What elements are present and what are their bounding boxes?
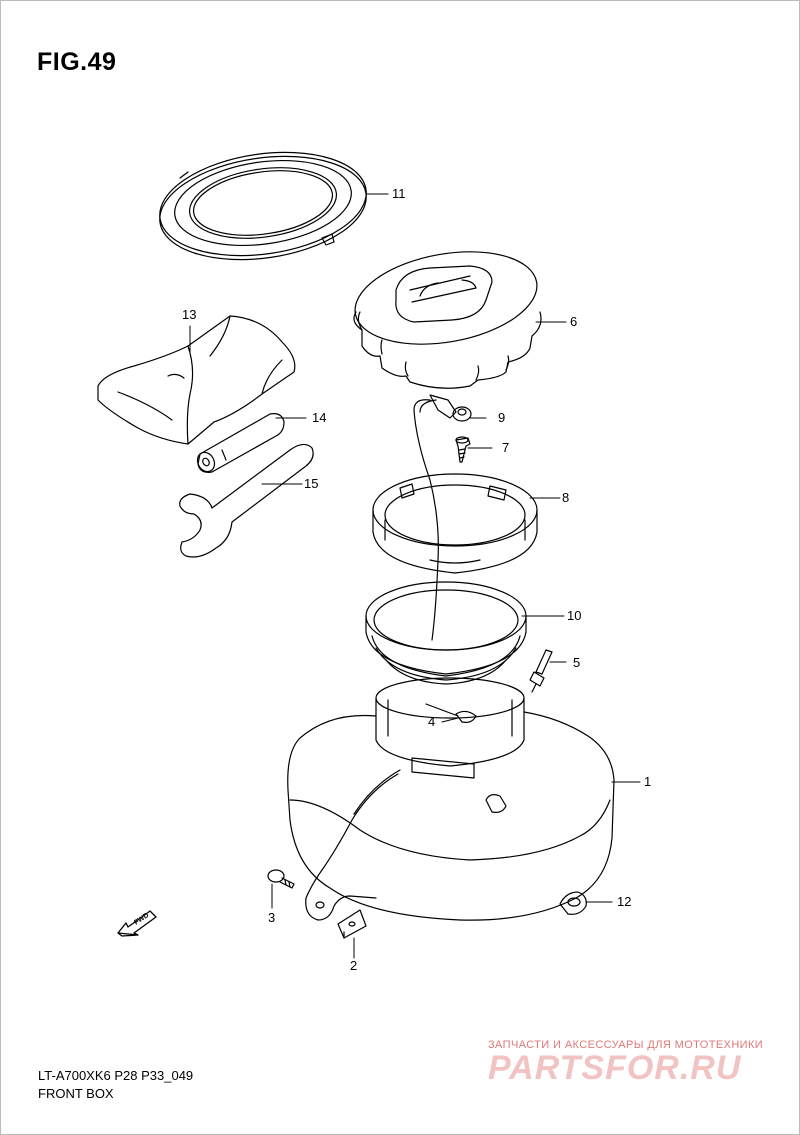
part-12-grommet	[559, 891, 587, 915]
callout-8: 8	[562, 490, 570, 505]
watermark-brand: PARTSFOR.RU	[488, 1049, 742, 1087]
callout-4: 4	[428, 714, 436, 729]
callout-5: 5	[573, 655, 581, 670]
callout-3: 3	[268, 910, 276, 925]
callout-2: 2	[350, 958, 358, 973]
part-10-collar	[365, 581, 527, 685]
part-9-clip-and-cable	[413, 394, 472, 641]
part-4-connector	[425, 703, 477, 723]
part-8-lock-ring	[372, 473, 538, 574]
part-6-cap	[353, 251, 542, 389]
diagram-code: LT-A700XK6 P28 P33_049	[38, 1068, 194, 1083]
part-11-gasket	[159, 151, 367, 261]
callout-12: 12	[617, 894, 632, 909]
part-13-tool-bag	[97, 315, 296, 445]
callout-7: 7	[502, 440, 510, 455]
callout-1: 1	[644, 774, 652, 789]
part-3-bolt	[267, 869, 295, 889]
watermark-tagline: ЗАПЧАСТИ И АКСЕССУАРЫ ДЛЯ МОТОТЕХНИКИ	[488, 1039, 764, 1051]
part-15-spanner	[179, 443, 314, 558]
callout-9: 9	[498, 410, 506, 425]
callout-15: 15	[304, 476, 319, 491]
callout-14: 14	[312, 410, 327, 425]
callout-6: 6	[570, 314, 578, 329]
callout-13: 13	[182, 307, 197, 322]
part-2-clip-nut	[337, 909, 367, 939]
fwd-arrow-icon: FWD	[117, 910, 157, 937]
part-7-screw	[455, 436, 471, 463]
diagram-name: FRONT BOX	[38, 1086, 114, 1101]
leader-lines	[189, 193, 641, 959]
part-14-tube	[196, 413, 285, 473]
callout-11: 11	[392, 186, 406, 201]
callout-10: 10	[567, 608, 582, 623]
figure-title: FIG.49	[37, 48, 117, 76]
part-1-box	[287, 677, 615, 921]
part-5-plug	[529, 649, 553, 693]
